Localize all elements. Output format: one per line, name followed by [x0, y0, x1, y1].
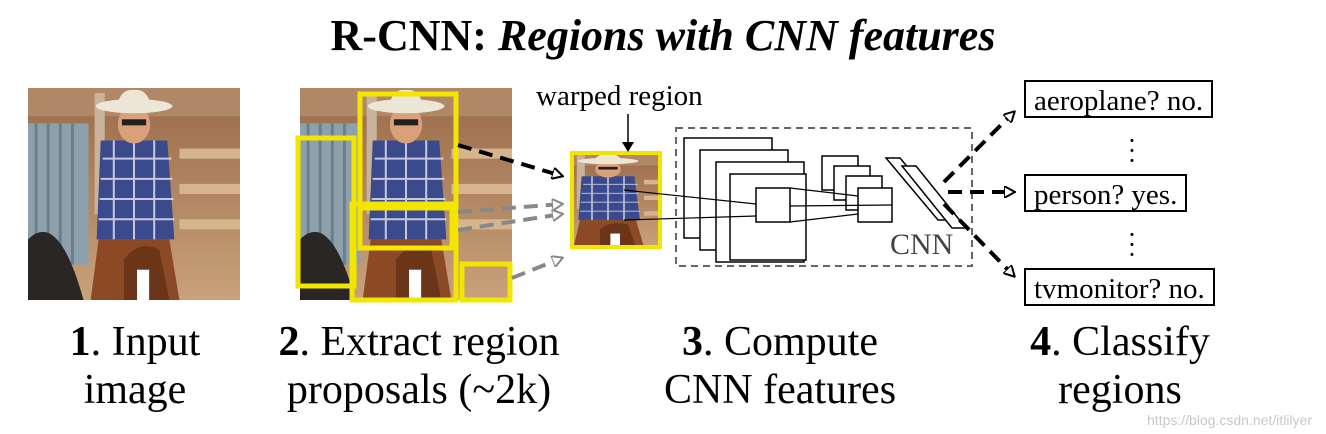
- step-caption-2: 2. Extract region proposals (~2k): [254, 318, 584, 414]
- ellipsis-dots-1: ···: [1127, 126, 1137, 175]
- proposals-image: [300, 88, 512, 300]
- step-number: 4: [1030, 319, 1052, 365]
- cnn-container: [675, 127, 973, 267]
- class-output-tvmonitor: tvmonitor? no.: [1024, 268, 1215, 306]
- step-number: 1: [69, 319, 91, 365]
- step-line1: . Input: [90, 319, 201, 365]
- step-line1: . Classify: [1051, 319, 1210, 365]
- title-italic: Regions with CNN features: [497, 11, 996, 60]
- title-bold: R-CNN:: [330, 11, 498, 60]
- step-line1: . Compute: [703, 319, 878, 365]
- step-caption-4: 4. Classify regions: [1010, 318, 1230, 414]
- proposal-arrow-gray-1: [457, 204, 562, 214]
- step-caption-1: 1. Input image: [30, 318, 240, 414]
- step-number: 2: [278, 319, 300, 365]
- class-output-aeroplane: aeroplane? no.: [1024, 80, 1214, 118]
- watermark: https://blog.csdn.net/itlilyer: [1147, 412, 1312, 428]
- warped-region-pointer-head: [622, 142, 634, 152]
- step-number: 3: [682, 319, 703, 365]
- step-caption-3: 3. Compute CNN features: [640, 318, 920, 414]
- region-proposal-boxes: [295, 91, 513, 303]
- proposal-arrow-gray-3: [511, 258, 562, 280]
- ellipsis-dots-2: ···: [1127, 220, 1137, 269]
- warped-region-label: warped region: [536, 80, 703, 112]
- input-image: [28, 88, 240, 300]
- class-output-person: person? yes.: [1024, 174, 1188, 212]
- cnn-label: CNN: [890, 228, 954, 261]
- step-line2: image: [83, 367, 187, 413]
- step-line2: proposals (~2k): [286, 367, 552, 413]
- class-arrow-1: [942, 112, 1014, 184]
- proposal-arrow-gray-2: [457, 214, 562, 232]
- step-line2: CNN features: [663, 367, 897, 413]
- cnn-connections: [623, 187, 893, 223]
- diagram-title: R-CNN: Regions with CNN features: [0, 10, 1326, 61]
- class-arrow-3: [942, 202, 1014, 276]
- step-line1: . Extract region: [299, 319, 560, 365]
- warped-region-thumbnail: [570, 151, 662, 249]
- proposal-arrow-black: [457, 143, 562, 176]
- step-line2: regions: [1058, 367, 1182, 413]
